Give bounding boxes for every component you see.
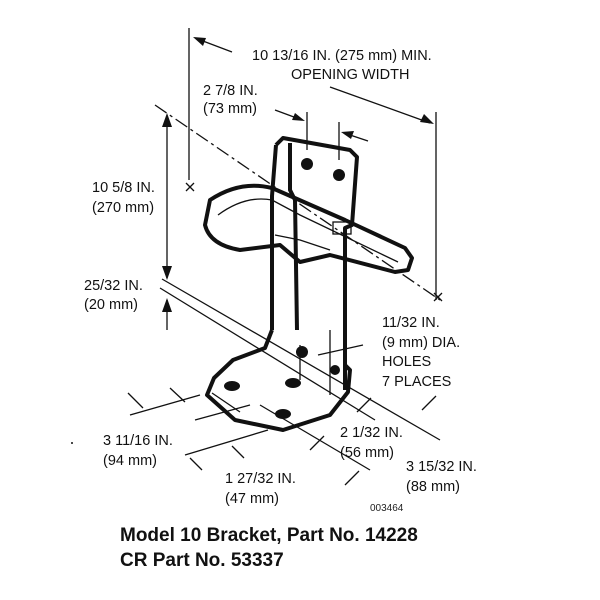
base-left-inner-metric: (47 mm) bbox=[225, 491, 279, 507]
offset-label: 25/32 IN. bbox=[84, 278, 143, 294]
dimension-lines bbox=[127, 28, 443, 486]
base-right-inner-label: 2 1/32 IN. bbox=[340, 425, 403, 441]
bracket-shape bbox=[71, 136, 414, 444]
base-left-inner-label: 1 27/32 IN. bbox=[225, 471, 296, 487]
caption-title: Model 10 Bracket, Part No. 14228 bbox=[120, 525, 418, 546]
height-metric: (270 mm) bbox=[92, 200, 154, 216]
base-right-outer-label: 3 15/32 IN. bbox=[406, 459, 477, 475]
base-left-outer-label: 3 11/16 IN. bbox=[103, 433, 173, 449]
opening-width-sublabel: OPENING WIDTH bbox=[291, 67, 409, 83]
base-right-outer-metric: (88 mm) bbox=[406, 479, 460, 495]
holes-text: HOLES bbox=[382, 354, 431, 370]
mounting-holes bbox=[224, 158, 345, 419]
caption-subtitle: CR Part No. 53337 bbox=[120, 550, 284, 571]
top-width-label: 2 7/8 IN. bbox=[203, 83, 258, 99]
height-label: 10 5/8 IN. bbox=[92, 180, 155, 196]
figure-number: 003464 bbox=[370, 503, 404, 514]
base-left-outer-metric: (94 mm) bbox=[103, 453, 157, 469]
top-width-metric: (73 mm) bbox=[203, 101, 257, 117]
opening-width-label: 10 13/16 IN. (275 mm) MIN. bbox=[252, 48, 432, 64]
holes-label: 11/32 IN. bbox=[382, 315, 440, 331]
base-right-inner-metric: (56 mm) bbox=[340, 445, 394, 461]
holes-count: 7 PLACES bbox=[382, 374, 451, 390]
holes-metric: (9 mm) DIA. bbox=[382, 335, 460, 351]
offset-metric: (20 mm) bbox=[84, 297, 138, 313]
